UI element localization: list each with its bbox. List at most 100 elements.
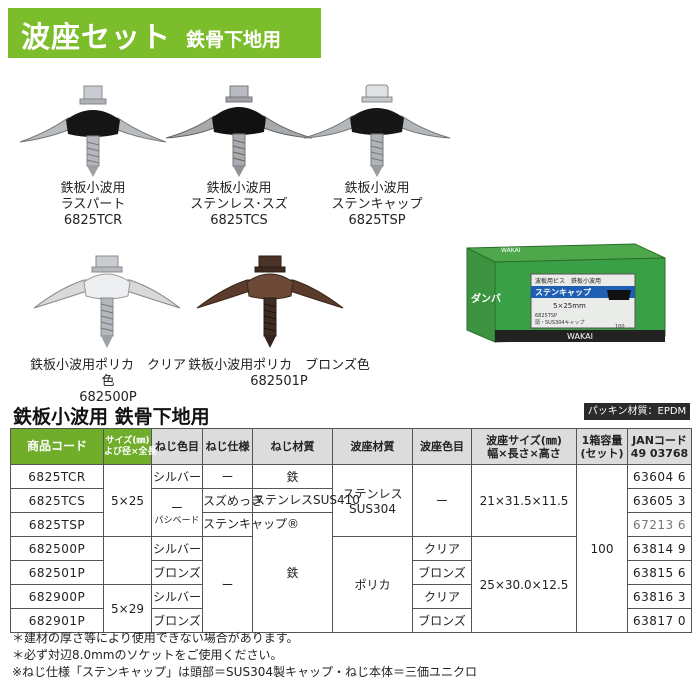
cell-wave-size: 21×31.5×11.5 (471, 464, 577, 537)
caption-code: 682501P (250, 374, 308, 389)
cell-wave-color: クリア (412, 536, 472, 561)
caption-code: 6825TSP (348, 213, 406, 228)
cell-color: シルバー (151, 536, 203, 561)
header-wave-size-line2: 幅×長さ×高さ (487, 446, 561, 460)
box-side-label: ダンバ (471, 292, 501, 305)
page-subtitle: 鉄骨下地用 (186, 29, 282, 51)
caption-line: ステンレス･スズ (190, 197, 288, 212)
cell-spec: ー (202, 536, 253, 633)
spec-text: ステンキャップ (203, 517, 288, 531)
caption-code: 6825TCS (210, 213, 268, 228)
wave-material-line1: ステンレス (342, 487, 403, 501)
section-title: 鉄板小波用 鉄骨下地用 (13, 406, 210, 428)
caption-line: 鉄板小波用 (206, 181, 272, 196)
cell-qty: 100 (576, 464, 628, 633)
header-wave-color: 波座色目 (412, 428, 472, 465)
cell-jan: 63816 3 (627, 584, 692, 609)
cell-spec: ー (202, 464, 253, 489)
table-header-row: 商品コード サイズ(㎜)よび径×全長 ねじ色目 ねじ仕様 ねじ材質 波座材質 波… (10, 428, 692, 465)
caption-line: ステンキャップ (331, 197, 423, 212)
wave-material-line2: SUS304 (349, 502, 396, 516)
table-row: 6825TCS ーパシベード スズめっき ステンレスSUS410 63605 3 (10, 488, 692, 537)
product-image-682500p (33, 255, 181, 348)
cell-code: 6825TSP (10, 512, 104, 537)
note-item: ＊必ず対辺8.0mmのソケットをご使用ください。 (12, 648, 283, 662)
cell-color: シルバー (151, 464, 203, 489)
header-size-line2: よび径×全長 (104, 446, 157, 457)
box-top-brand: WAKAI (501, 247, 521, 254)
box-brand: WAKAI (567, 332, 593, 341)
product-image-6825tsp (303, 84, 451, 177)
caption-code: 682500P (79, 390, 137, 405)
table-row: 682900P 5×29 シルバー クリア 63816 3 (10, 584, 692, 633)
cell-code: 682901P (10, 608, 104, 633)
cell-color: ブロンズ (151, 608, 203, 633)
cell-wave-color: クリア (412, 584, 472, 609)
cell-code: 682501P (10, 560, 104, 585)
box-count: 100 (615, 324, 625, 330)
cell-wave-color: ブロンズ (412, 560, 472, 585)
table-row: 6825TSP ステンキャップ® 鉄 67213 6 (10, 512, 692, 633)
cell-size (103, 536, 152, 585)
header-material: ねじ材質 (252, 428, 333, 465)
cell-color: ーパシベード (151, 488, 203, 537)
cell-wave-material: ポリカ (332, 536, 413, 633)
cell-size: 5×29 (103, 584, 152, 633)
cell-jan: 63604 6 (627, 464, 692, 489)
product-box-image: WAKAI WAKAI ダンバ 波板用ビス 鉄板小波用 ステンキャップ 5×25… (466, 243, 666, 343)
product-image-6825tcs (165, 85, 313, 177)
cell-material: ステンレスSUS410 (252, 488, 360, 513)
cell-code: 6825TCR (10, 464, 104, 489)
caption-code: 6825TCR (63, 213, 123, 228)
header-qty-line2: (セット) (580, 446, 624, 460)
box-label-line1: 波板用ビス 鉄板小波用 (535, 277, 601, 285)
header-jan-line1: JANコード (632, 433, 687, 447)
cell-wave-color: ー (412, 464, 472, 537)
product-caption-682500p: 鉄板小波用ポリカ クリア色 682500P (24, 358, 192, 406)
product-caption-682501p: 鉄板小波用ポリカ ブロンズ色 682501P (184, 358, 374, 390)
caption-line: ラスパート (60, 197, 126, 212)
cell-jan: 63817 0 (627, 608, 692, 633)
title-banner: 波座セット 鉄骨下地用 (8, 8, 321, 58)
header-wave-material: 波座材質 (332, 428, 413, 465)
cell-code: 682900P (10, 584, 104, 609)
header-wave-size: 波座サイズ(㎜)幅×長さ×高さ (471, 428, 577, 465)
notes: ＊建材の厚さ等により使用できない場合があります。 ＊必ず対辺8.0mmのソケット… (12, 630, 477, 681)
caption-line: 鉄板小波用 (344, 181, 410, 196)
cell-code: 6825TCS (10, 488, 104, 513)
cell-code: 682500P (10, 536, 104, 561)
header-jan-line2: 49 03768 (630, 446, 689, 460)
header-qty-line1: 1箱容量 (581, 433, 623, 447)
header-wave-size-line1: 波座サイズ(㎜) (486, 433, 562, 447)
header-size: サイズ(㎜)よび径×全長 (103, 428, 157, 465)
cell-material: 鉄 (252, 512, 333, 633)
color-sub: パシベード (154, 515, 200, 526)
cell-spec: スズめっき (202, 488, 263, 513)
caption-line: 鉄板小波用 (60, 181, 126, 196)
packing-material-badge: パッキン材質：EPDM (584, 403, 690, 420)
product-image-6825tcr (19, 85, 167, 177)
box-code: 6825TSP (535, 313, 557, 319)
page-title: 波座セット (21, 20, 172, 54)
product-caption-6825tsp: 鉄板小波用 ステンキャップ 6825TSP (302, 181, 452, 229)
cell-color: シルバー (151, 584, 203, 609)
cell-spec: ステンキャップ® (202, 512, 299, 537)
cell-jan: 63605 3 (627, 488, 692, 513)
box-desc: 頭・SUS304キャップ (535, 320, 585, 326)
spec-table: 商品コード サイズ(㎜)よび径×全長 ねじ色目 ねじ仕様 ねじ材質 波座材質 波… (10, 428, 692, 633)
header-color: ねじ色目 (151, 428, 203, 465)
cell-color: ブロンズ (151, 560, 203, 585)
header-size-line1: サイズ(㎜) (105, 435, 150, 446)
header-spec: ねじ仕様 (202, 428, 253, 465)
cell-size: 5×25 (103, 464, 152, 537)
cell-jan: 63815 6 (627, 560, 692, 585)
box-size: 5×25mm (553, 302, 586, 310)
note-item: ＊建材の厚さ等により使用できない場合があります。 (12, 631, 299, 645)
cell-material: 鉄 (252, 464, 333, 489)
cell-wave-color: ブロンズ (412, 608, 472, 633)
product-caption-6825tcr: 鉄板小波用 ラスパート 6825TCR (18, 181, 168, 229)
box-label-line2: ステンキャップ (535, 287, 592, 297)
